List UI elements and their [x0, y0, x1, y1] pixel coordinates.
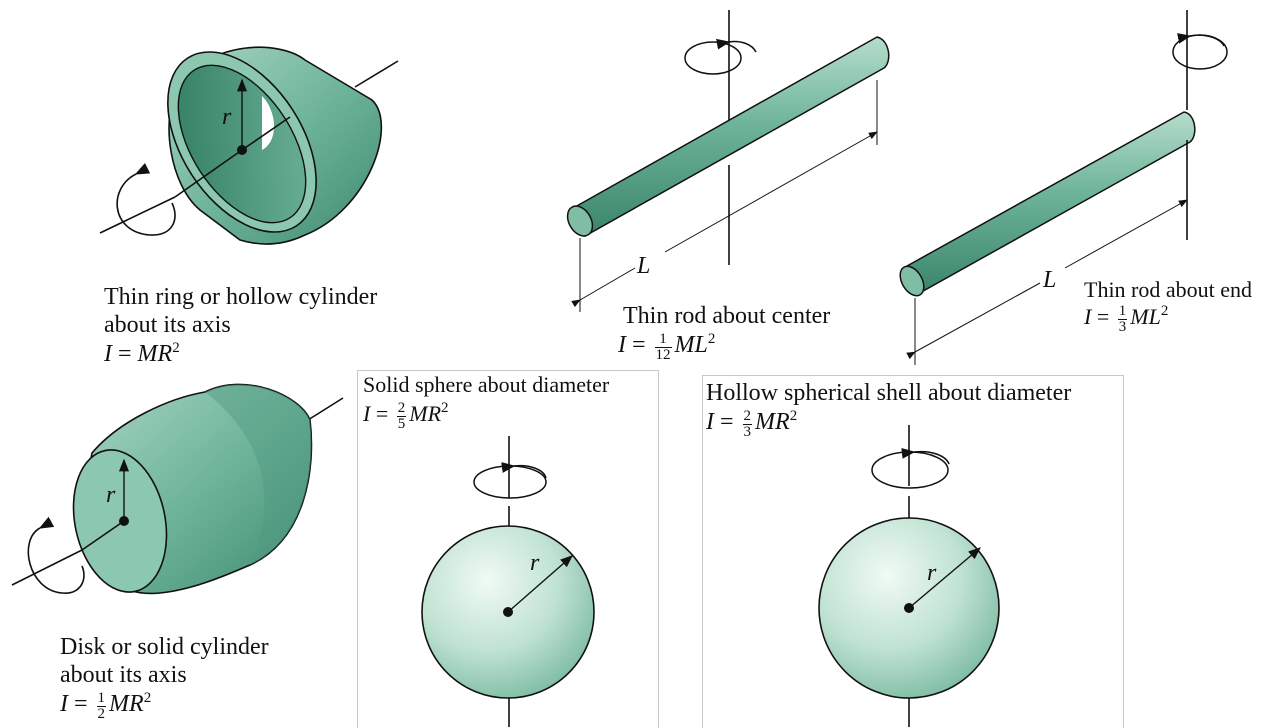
hollow-sphere-caption: Hollow spherical shell about diameter I … — [706, 379, 1071, 440]
disk-caption: Disk or solid cylinder about its axis I … — [60, 633, 269, 722]
hollow-sphere-panel — [702, 375, 1124, 728]
ring-caption: Thin ring or hollow cylinder about its a… — [104, 283, 377, 369]
solid-sphere-figure: r — [421, 436, 595, 727]
rod-end-rotation-arrow — [1177, 33, 1225, 47]
ring-formula: I = MR2 — [104, 340, 180, 368]
ring-desc-line2: about its axis — [104, 312, 231, 338]
rod-center-body — [574, 36, 890, 238]
ring-center-dot — [237, 145, 247, 155]
disk-radius-label: r — [106, 482, 116, 508]
rod-end-figure: L — [899, 10, 1228, 365]
disk-rotation-arrow — [27, 516, 85, 594]
disk-desc-line1: Disk or solid cylinder — [60, 634, 269, 660]
ring-radius-label: r — [222, 104, 232, 130]
solid-sphere-panel — [357, 370, 659, 728]
solid-sphere-radius-label: r — [530, 550, 540, 576]
disk-figure: r — [11, 383, 344, 595]
hollow-sphere-radius-line — [908, 547, 981, 609]
rod-end-body — [906, 111, 1196, 297]
disk-desc-line2: about its axis — [60, 662, 187, 688]
rod-center-figure: L — [566, 10, 890, 312]
rod-end-length-label: L — [1042, 267, 1056, 293]
solid-sphere-radius-line — [507, 555, 573, 613]
hollow-sphere-desc: Hollow spherical shell about diameter — [706, 380, 1072, 406]
ring-desc-line1: Thin ring or hollow cylinder — [104, 284, 378, 310]
ring-figure: r — [99, 46, 399, 245]
rod-center-rotation-arrow — [716, 38, 757, 53]
rod-end-desc: Thin rod about end — [1084, 277, 1253, 302]
rod-center-length-label: L — [636, 253, 650, 279]
hollow-sphere-rotation-arrow — [901, 447, 950, 465]
hollow-sphere-figure: r — [818, 425, 1000, 727]
hollow-sphere-radius-label: r — [927, 560, 937, 586]
disk-center-dot — [119, 516, 129, 526]
solid-sphere-desc: Solid sphere about diameter — [363, 372, 610, 397]
solid-sphere-center-dot — [503, 607, 513, 617]
rod-center-desc: Thin rod about center — [623, 303, 831, 329]
solid-sphere-rotation-arrow — [501, 462, 547, 479]
hollow-sphere-center-dot — [904, 603, 914, 613]
ring-rotation-arrow — [116, 163, 176, 236]
